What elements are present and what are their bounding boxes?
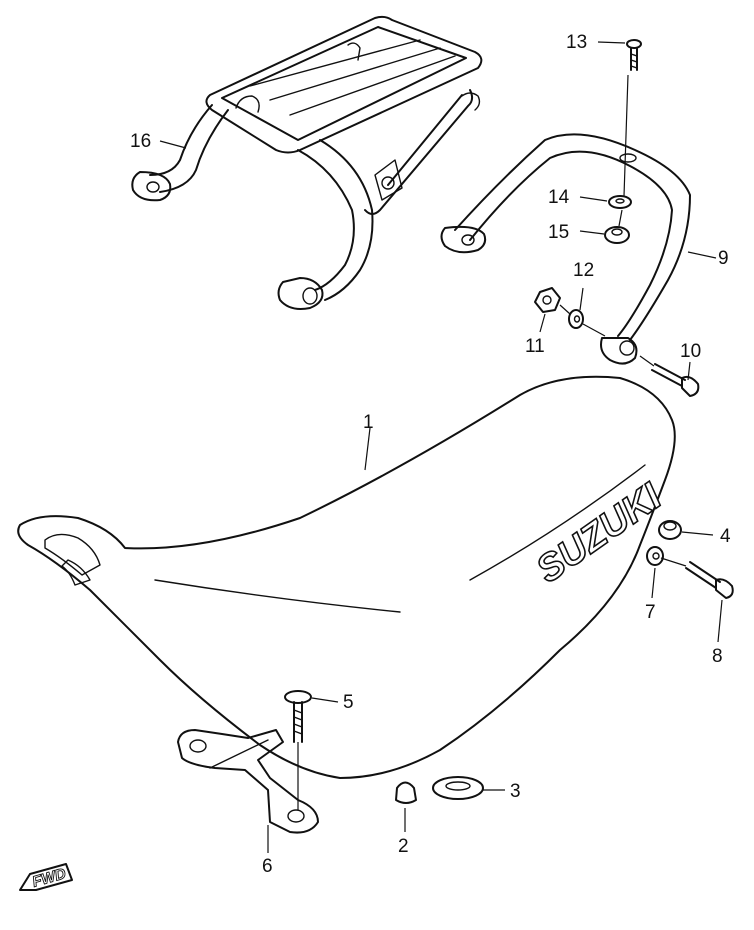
washer-14 (608, 195, 632, 209)
callout-14: 14 (548, 187, 570, 208)
fwd-direction-arrow: FWD (19, 863, 73, 891)
callout-9: 9 (718, 248, 729, 269)
cushion-4 (658, 520, 682, 540)
seat-bracket (177, 729, 319, 834)
rear-carrier-rack (131, 15, 483, 310)
assembly-axis-lines (297, 74, 687, 810)
callout-8: 8 (712, 646, 723, 667)
washer-7 (646, 546, 664, 566)
callout-3: 3 (510, 781, 521, 802)
callout-11: 11 (525, 336, 545, 357)
bolt-10 (651, 363, 700, 397)
washer-12 (568, 309, 584, 329)
callout-numbers: 1 2 3 4 5 6 7 8 9 10 11 12 13 14 15 16 (130, 32, 731, 877)
cushion-2 (395, 781, 417, 804)
grab-rail (440, 133, 691, 365)
callout-15: 15 (548, 222, 569, 243)
callout-7: 7 (645, 602, 656, 623)
screw-13 (626, 39, 642, 71)
callout-12: 12 (573, 260, 594, 281)
leader-lines (159, 41, 723, 853)
grommet-3 (432, 776, 484, 800)
nut-11 (534, 287, 561, 313)
callout-5: 5 (343, 692, 354, 713)
callout-6: 6 (262, 856, 273, 877)
bolt-8 (685, 561, 734, 599)
callout-10: 10 (680, 341, 701, 362)
callout-13: 13 (566, 32, 587, 53)
nut-15 (604, 226, 630, 244)
brand-logo-text: SUZUKI (529, 475, 670, 591)
callout-16: 16 (130, 131, 151, 152)
callout-1: 1 (363, 412, 374, 433)
callout-4: 4 (720, 526, 731, 547)
callout-2: 2 (398, 836, 409, 857)
screw-5 (284, 690, 312, 743)
seat: SUZUKI (17, 375, 676, 779)
